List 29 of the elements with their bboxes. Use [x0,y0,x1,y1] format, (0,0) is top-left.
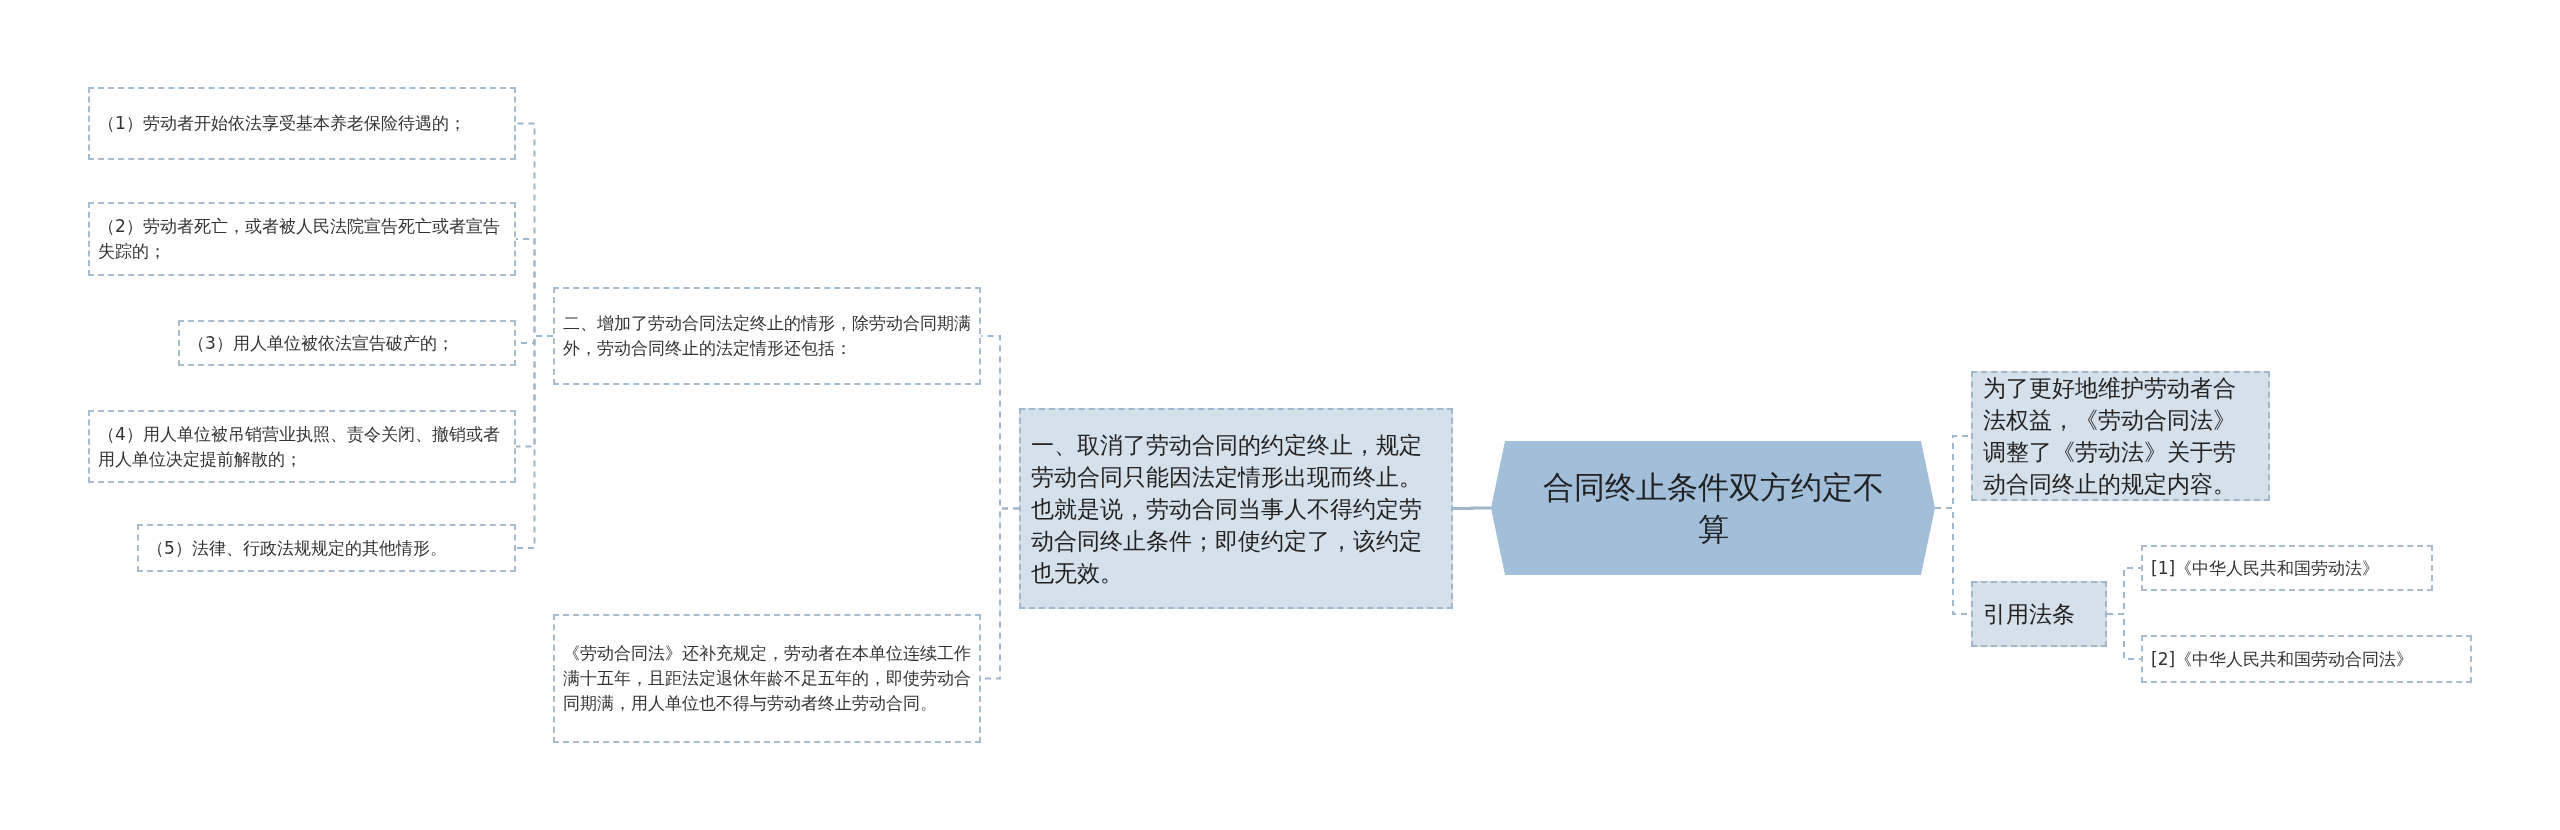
node-text: 合同终止条件双方约定不算 [1541,468,1885,549]
topic-box [1019,408,1453,609]
topic-box [2141,635,2472,683]
topic-box [1971,371,2270,501]
connector-line [2106,613,2142,660]
topic-box [137,524,516,572]
topic-box [2141,545,2433,591]
hexagon-node [1491,441,1935,575]
connector-line [515,335,554,549]
node-text: 《劳动合同法》还补充规定，劳动者在本单位连续工作满十五年，且距法定退休年龄不足五年的，即使劳动合同期满，用人单位也不得与劳动者终止劳动合同。 [563,642,971,715]
node-text: 二、增加了劳动合同法定终止的情形，除劳动合同期满外，劳动合同终止的法定情形还包括： [563,312,971,360]
node-text: [2]《中华人民共和国劳动合同法》 [2151,647,2414,671]
topic-box [553,614,981,743]
node-text: （1）劳动者开始依法享受基本养老保险待遇的； [98,112,466,135]
node-text: （5）法律、行政法规规定的其他情形。 [147,536,447,560]
topic-box [178,320,516,366]
node-text: [1]《中华人民共和国劳动法》 [2151,556,2380,580]
topic-box [1971,581,2107,647]
node-text: （4）用人单位被吊销营业执照、责令关闭、撤销或者用人单位决定提前解散的； [98,422,501,471]
topic-box [553,287,981,385]
node-text: 一、取消了劳动合同的约定终止，规定劳动合同只能因法定情形出现而终止。也就是说，劳动合同当事人不得约定劳动合同终止条件；即使约定了，该约定也无效。 [1031,430,1423,588]
topic-box [88,410,516,483]
node-text: （3）用人单位被依法宣告破产的； [188,331,454,355]
topic-box [88,202,516,276]
node-text: （2）劳动者死亡，或者被人民法院宣告死亡或者宣告失踪的； [98,215,501,263]
node-text: 为了更好地维护劳动者合法权益，《劳动合同法》调整了《劳动法》关于劳动合同终止的规定内容。 [1983,374,2237,499]
topic-box [88,87,516,160]
connector-line [1453,506,1491,510]
node-text: 引用法条 [1983,600,2075,629]
